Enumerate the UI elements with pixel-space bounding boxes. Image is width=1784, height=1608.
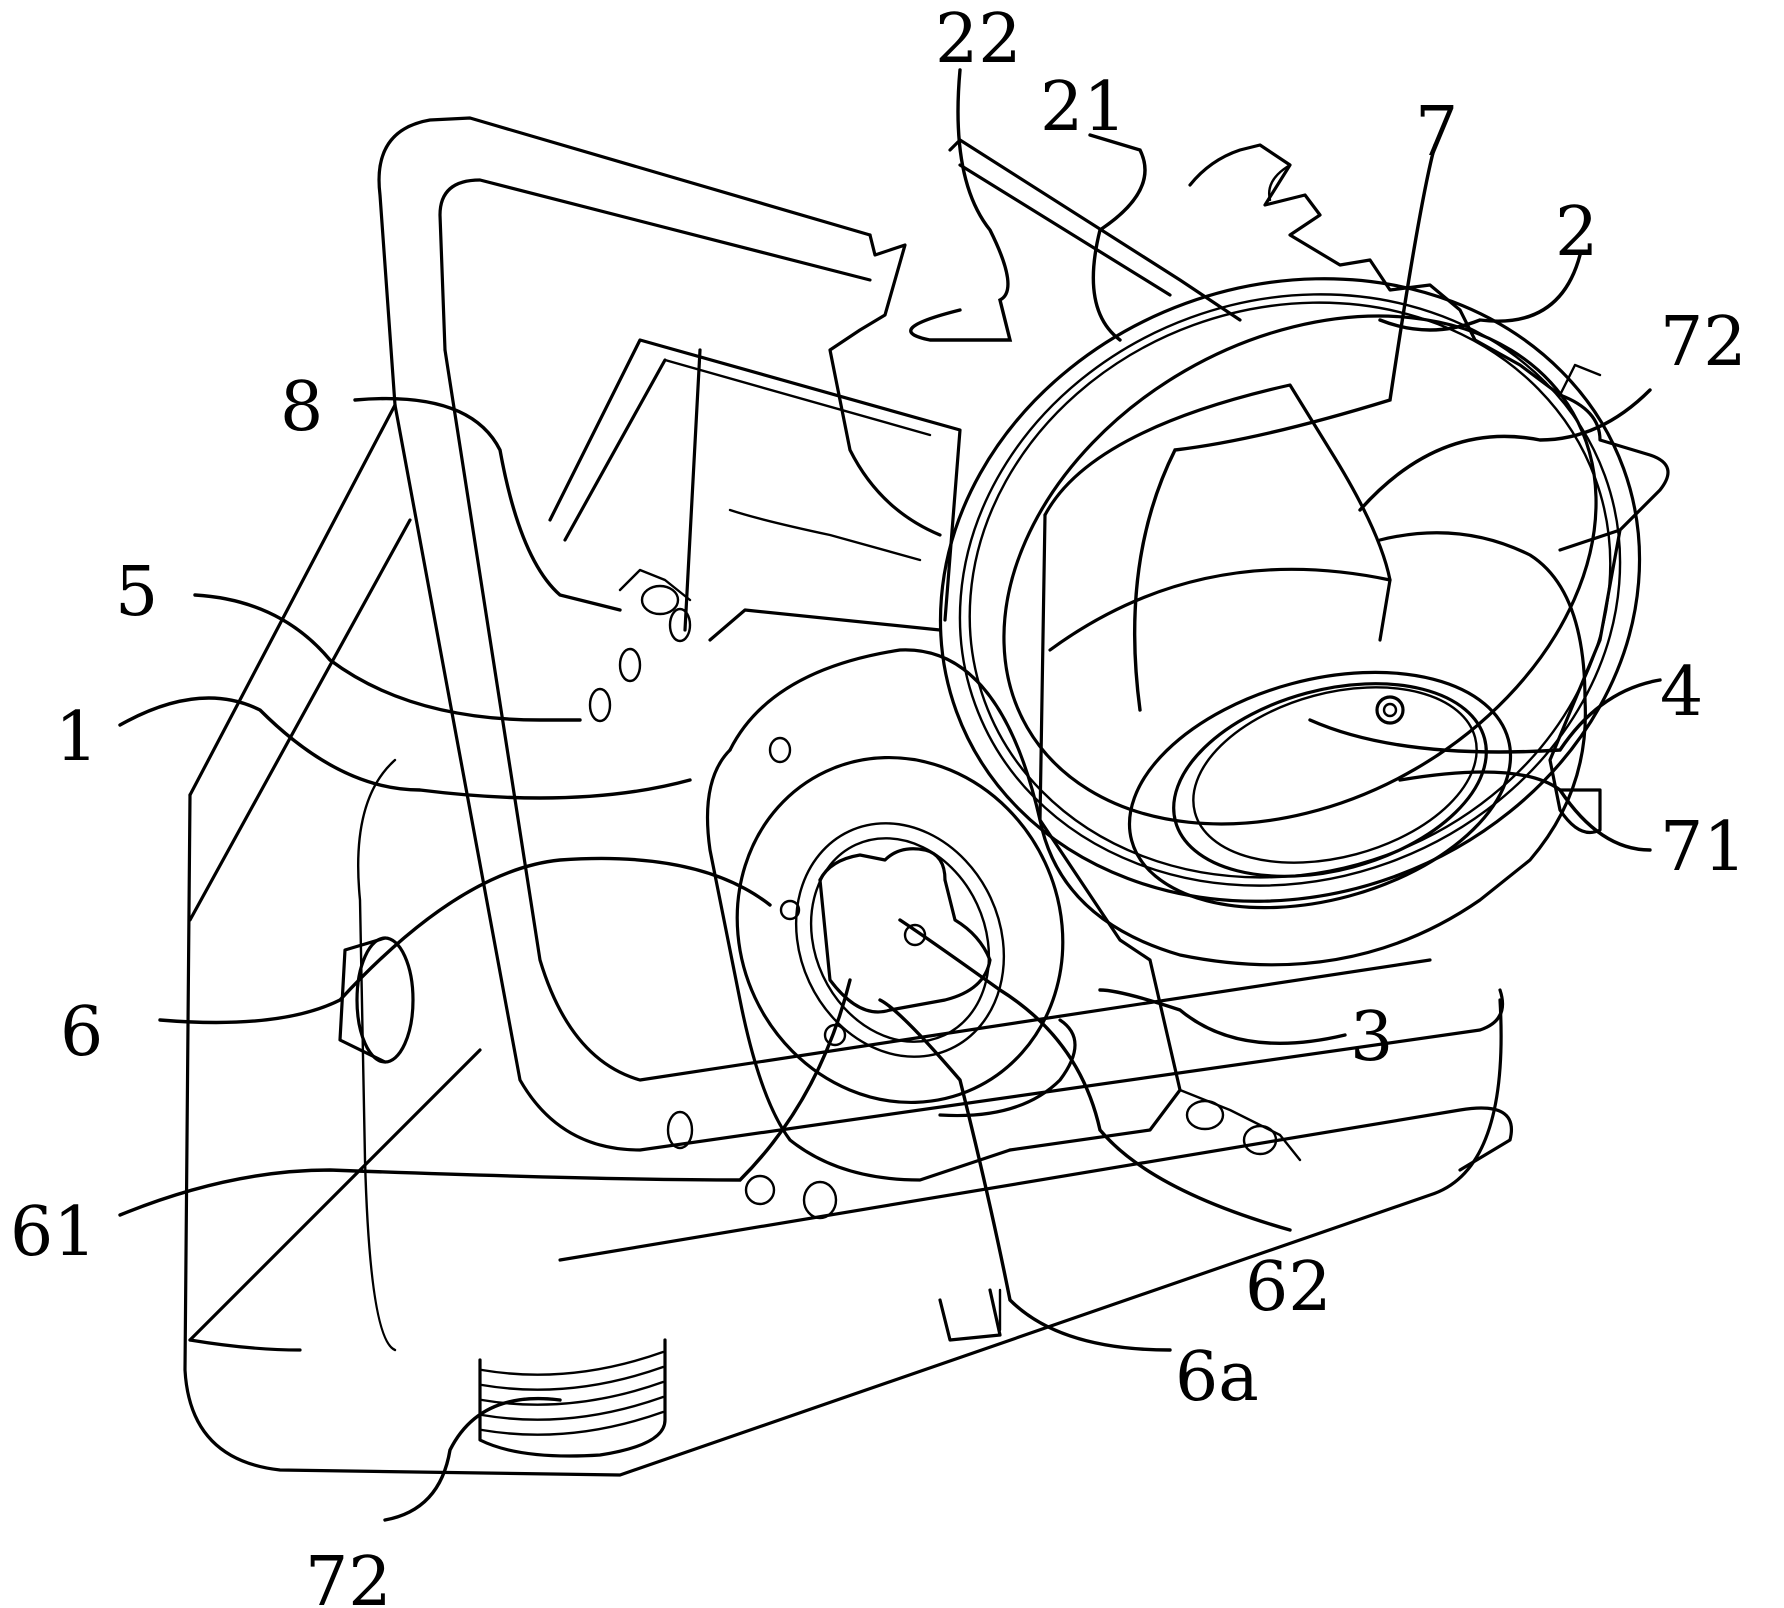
leader-22 xyxy=(909,68,1013,342)
leader-1 xyxy=(118,696,692,800)
leader-lines xyxy=(118,68,1662,1522)
leader-6 xyxy=(158,856,772,1025)
threaded-outlet xyxy=(478,1338,667,1458)
tank-box xyxy=(548,338,962,642)
leader-72-top xyxy=(1358,388,1652,512)
label-71: 71 xyxy=(1660,808,1747,887)
leader-6a xyxy=(878,998,1172,1352)
leader-62 xyxy=(898,918,1292,1232)
label-8: 8 xyxy=(280,368,323,447)
hardware xyxy=(588,568,1302,1220)
leader-8 xyxy=(353,396,622,612)
label-72-bottom: 72 xyxy=(305,1543,392,1608)
label-22: 22 xyxy=(935,0,1022,79)
leader-61 xyxy=(118,978,852,1217)
label-3: 3 xyxy=(1350,998,1393,1077)
leader-4 xyxy=(1308,678,1662,754)
label-5: 5 xyxy=(115,553,158,632)
label-21: 21 xyxy=(1040,68,1127,147)
leader-5 xyxy=(193,593,582,722)
label-62: 62 xyxy=(1245,1248,1332,1327)
leader-72-bottom xyxy=(383,1396,562,1522)
leader-21 xyxy=(1088,133,1147,342)
label-2: 2 xyxy=(1555,193,1598,272)
pump-plate xyxy=(705,648,1182,1182)
label-72-top: 72 xyxy=(1660,303,1747,382)
leader-71 xyxy=(1398,770,1652,852)
label-6a: 6a xyxy=(1175,1338,1259,1417)
base-rail xyxy=(558,1106,1513,1342)
label-4: 4 xyxy=(1660,653,1703,732)
reference-labels: 22 21 7 2 72 8 5 1 4 71 6 3 61 62 6a 72 xyxy=(10,0,1747,1608)
label-6: 6 xyxy=(60,993,103,1072)
front-flange xyxy=(1038,383,1587,967)
leader-3 xyxy=(1098,988,1347,1045)
label-1: 1 xyxy=(55,698,98,777)
label-61: 61 xyxy=(10,1193,97,1272)
left-boss xyxy=(338,758,415,1352)
leader-2 xyxy=(1378,253,1582,332)
label-7: 7 xyxy=(1415,93,1458,172)
leader-7 xyxy=(1133,143,1437,712)
outer-frame xyxy=(183,116,1505,1477)
